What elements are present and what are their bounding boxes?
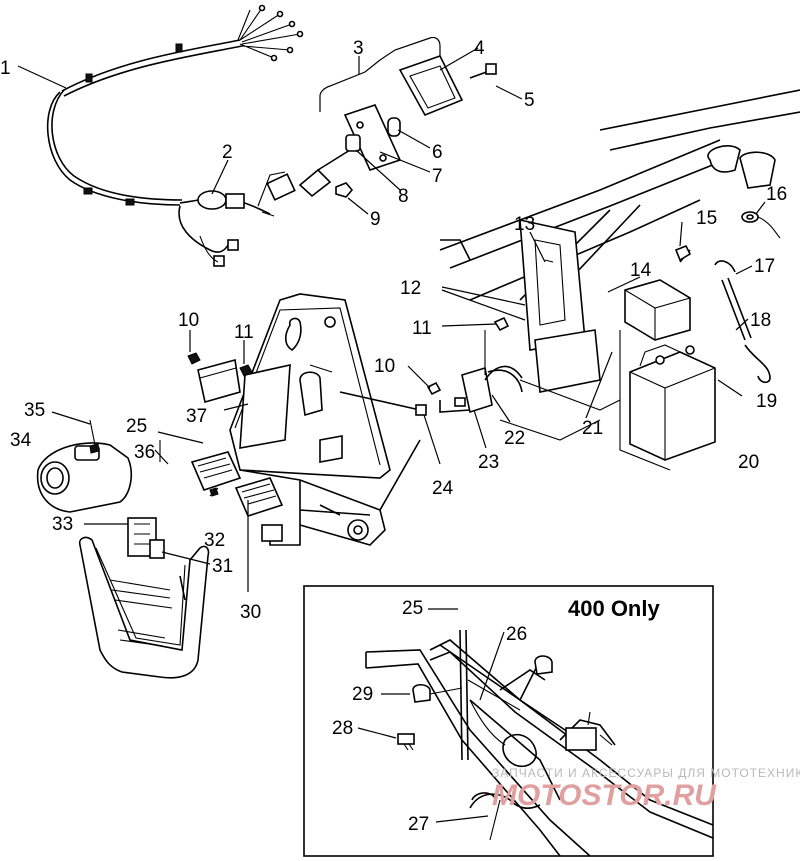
front-guard [78, 517, 210, 679]
callout-37: 37 [186, 406, 207, 427]
headlight-pod [36, 419, 161, 513]
watermark-line1: ЗАПЧАСТИ И АКСЕССУАРЫ ДЛЯ МОТОТЕХНИКИ [492, 766, 800, 780]
watermark: ЗАПЧАСТИ И АКСЕССУАРЫ ДЛЯ МОТОТЕХНИКИ MO… [492, 766, 800, 812]
callout-26: 26 [506, 624, 527, 645]
wiring-harness [46, 4, 304, 206]
callout-33: 33 [52, 514, 73, 535]
inset-title: 400 Only [568, 596, 660, 621]
callout-25-inset: 25 [402, 598, 423, 619]
callout-12: 12 [400, 278, 421, 299]
callout-6: 6 [432, 142, 443, 163]
callout-21: 21 [582, 418, 603, 439]
callout-22: 22 [504, 428, 525, 449]
leader-lines [17, 47, 766, 823]
callout-31: 31 [212, 556, 233, 577]
callout-24: 24 [432, 478, 454, 499]
callout-17: 17 [754, 256, 775, 277]
callout-11-upper: 11 [234, 322, 254, 343]
callout-29: 29 [352, 684, 373, 705]
callout-23: 23 [478, 452, 499, 473]
watermark-line2: MOTOSTOR.RU [492, 779, 717, 812]
frame [439, 89, 800, 441]
callout-9: 9 [370, 209, 381, 230]
callout-32: 32 [204, 530, 225, 551]
solenoid-relay [426, 316, 523, 414]
front-frame-bracket [187, 293, 427, 546]
callout-19: 19 [756, 391, 777, 412]
callout-10-upper: 10 [178, 310, 199, 331]
callout-28: 28 [332, 718, 353, 739]
callout-20: 20 [738, 452, 759, 473]
callout-34: 34 [10, 430, 32, 451]
tail-light-assembly [298, 36, 497, 198]
callouts: 1 2 3 4 5 6 7 8 9 10 11 12 13 14 15 16 1… [0, 38, 787, 835]
callout-3: 3 [353, 38, 364, 59]
callout-1: 1 [0, 58, 11, 79]
callout-4: 4 [474, 38, 485, 59]
callout-11-lower: 11 [412, 318, 432, 339]
callout-8: 8 [398, 186, 409, 207]
callout-5: 5 [524, 90, 535, 111]
battery-assembly [619, 211, 781, 471]
callout-14: 14 [630, 260, 652, 281]
callout-25-main: 25 [126, 416, 147, 437]
ignition-switch-assembly [178, 171, 296, 267]
callout-7: 7 [432, 166, 443, 187]
callout-18: 18 [750, 310, 771, 331]
callout-27: 27 [408, 814, 429, 835]
callout-35: 35 [24, 400, 45, 421]
inset-400-only [303, 585, 714, 857]
callout-10-lower: 10 [374, 356, 395, 377]
callout-15: 15 [696, 208, 717, 229]
callout-2: 2 [222, 142, 233, 163]
callout-30: 30 [240, 602, 261, 623]
callout-16: 16 [766, 184, 787, 205]
callout-36: 36 [134, 442, 155, 463]
callout-13: 13 [514, 214, 535, 235]
